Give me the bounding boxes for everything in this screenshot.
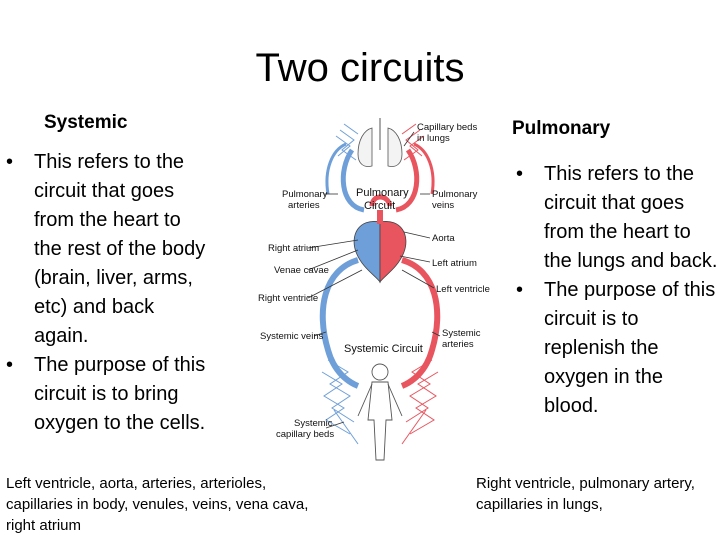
pulmonary-loop bbox=[325, 142, 435, 213]
pulmonary-path-text: Right ventricle, pulmonary artery, capil… bbox=[476, 475, 695, 513]
systemic-bullet-list: This refers to the circuit that goes fro… bbox=[6, 148, 206, 438]
systemic-bullet: The purpose of this circuit is to bring … bbox=[6, 351, 206, 438]
label-left-ventricle: Left ventricle bbox=[436, 284, 490, 295]
label-pulmonary-arteries: Pulmonary bbox=[282, 189, 328, 200]
label-venae-cavae: Venae cavae bbox=[274, 265, 329, 276]
label-systemic-circuit: Systemic Circuit bbox=[344, 343, 423, 355]
label-systemic-arteries: arteries bbox=[442, 339, 474, 350]
systemic-loop bbox=[319, 257, 441, 389]
label-capillary-beds-lungs: in lungs bbox=[417, 133, 450, 144]
label-right-ventricle: Right ventricle bbox=[258, 293, 318, 304]
label-right-atrium: Right atrium bbox=[268, 243, 319, 254]
label-systemic-veins: Systemic veins bbox=[260, 331, 324, 342]
systemic-heading: Systemic bbox=[44, 112, 128, 133]
systemic-bullet: This refers to the circuit that goes fro… bbox=[6, 148, 206, 351]
body-figure bbox=[357, 363, 403, 461]
label-capillary-beds-lungs: Capillary beds bbox=[417, 122, 477, 133]
lung-capillary-net-left bbox=[335, 123, 359, 161]
label-pulmonary-circuit: Pulmonary bbox=[356, 187, 409, 199]
label-pulmonary-veins: Pulmonary bbox=[432, 189, 478, 200]
label-pulmonary-arteries: arteries bbox=[288, 200, 320, 211]
label-pulmonary-veins: veins bbox=[432, 200, 454, 211]
label-pulmonary-circuit: Circuit bbox=[364, 200, 395, 212]
pulmonary-bullet-list: This refers to the circuit that goes fro… bbox=[516, 160, 720, 421]
heart bbox=[353, 194, 407, 284]
pulmonary-bullet: The purpose of this circuit is to replen… bbox=[516, 276, 720, 421]
label-systemic-capillary-beds: Systemic bbox=[294, 418, 333, 429]
slide-title: Two circuits bbox=[255, 46, 465, 90]
systemic-capillary-net-left bbox=[321, 359, 359, 445]
pulmonary-heading: Pulmonary bbox=[512, 118, 611, 139]
label-systemic-arteries: Systemic bbox=[442, 328, 481, 339]
label-systemic-capillary-beds: capillary beds bbox=[276, 429, 334, 440]
systemic-capillary-net-right bbox=[401, 359, 439, 445]
circulatory-system-diagram: Capillary beds in lungs Pulmonary arteri… bbox=[258, 118, 490, 461]
pulmonary-bullet: This refers to the circuit that goes fro… bbox=[516, 160, 720, 276]
label-pointer-lines bbox=[307, 131, 441, 429]
lung-capillary-net-right bbox=[401, 123, 425, 161]
label-aorta: Aorta bbox=[432, 233, 455, 244]
lungs bbox=[357, 118, 403, 167]
label-left-atrium: Left atrium bbox=[432, 258, 477, 269]
systemic-path-text: Left ventricle, aorta, arteries, arterio… bbox=[6, 475, 309, 534]
